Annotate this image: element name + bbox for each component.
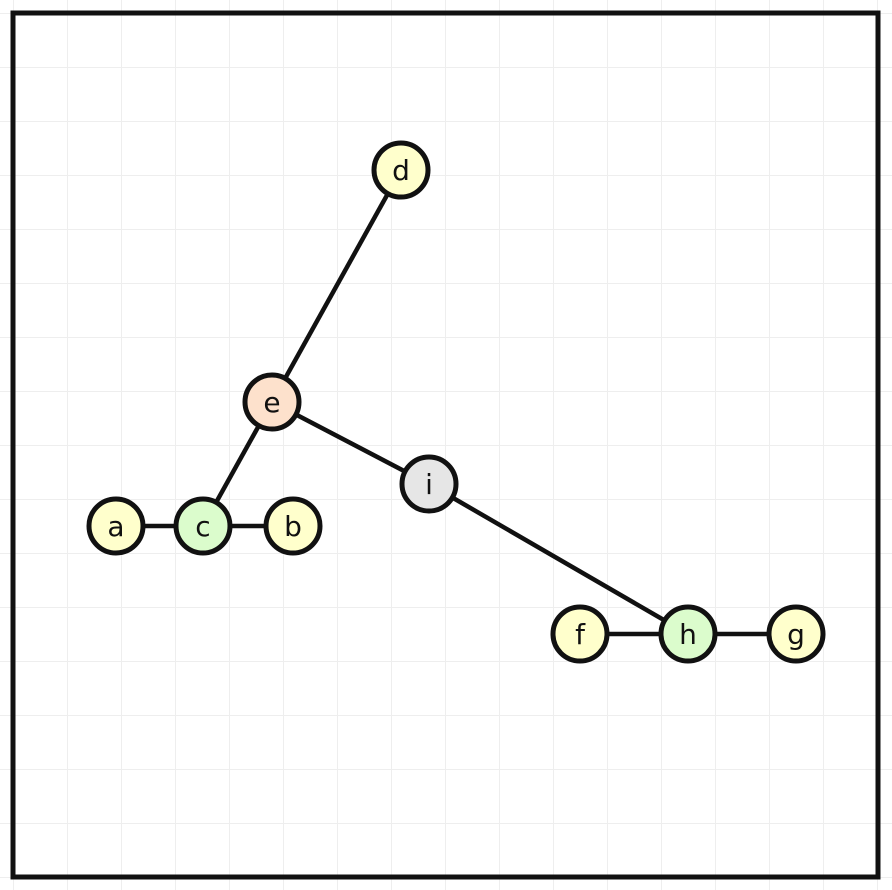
- node-circle-a: [86, 496, 146, 556]
- node-i: i: [399, 454, 459, 514]
- node-c: c: [173, 496, 233, 556]
- node-label-d: d: [392, 154, 410, 187]
- node-label-h: h: [679, 618, 697, 651]
- edge-i-h: [427, 482, 690, 636]
- node-label-a: a: [107, 510, 124, 543]
- node-d: d: [371, 140, 431, 200]
- node-f: f: [550, 604, 610, 664]
- edge-e-i: [270, 400, 431, 486]
- node-circle-b: [263, 496, 323, 556]
- node-a: a: [86, 496, 146, 556]
- node-label-g: g: [787, 618, 805, 651]
- node-circle-g: [766, 604, 826, 664]
- node-label-c: c: [195, 510, 210, 543]
- node-h: h: [658, 604, 718, 664]
- node-circle-i: [399, 454, 459, 514]
- node-layer: a b c d e f g h i: [86, 140, 826, 664]
- node-circle-c: [173, 496, 233, 556]
- node-circle-f: [550, 604, 610, 664]
- node-circle-h: [658, 604, 718, 664]
- node-label-f: f: [575, 618, 586, 651]
- diagram-frame: [10, 10, 881, 880]
- node-circle-e: [242, 372, 302, 432]
- node-label-b: b: [284, 510, 302, 543]
- node-e: e: [242, 372, 302, 432]
- node-circle-d: [371, 140, 431, 200]
- edge-e-d: [270, 168, 403, 404]
- node-b: b: [263, 496, 323, 556]
- node-label-i: i: [425, 468, 433, 501]
- edge-layer: [116, 168, 796, 637]
- node-label-e: e: [263, 386, 280, 419]
- node-g: g: [766, 604, 826, 664]
